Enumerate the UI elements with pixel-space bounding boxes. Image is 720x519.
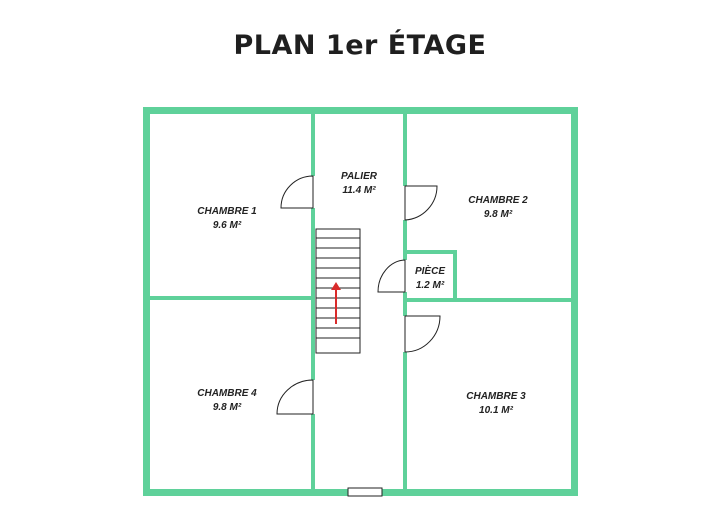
door-openings [310,176,408,414]
room-label-chambre-2: CHAMBRE 2 [468,195,528,206]
door-icon [276,175,441,415]
door-chambre2 [404,185,438,221]
stair-arrow-icon [331,282,341,324]
room-area-chambre-4: 9.8 M² [213,402,242,413]
door-chambre4 [276,379,314,415]
room-label-palier: PALIER [341,171,378,182]
room-label-chambre-1: CHAMBRE 1 [197,206,257,217]
door-chambre1 [280,175,314,209]
door-piece [377,259,406,293]
page-title: PLAN 1er ÉTAGE [233,30,487,61]
room-label-chambre-3: CHAMBRE 3 [466,391,526,402]
window-icon [347,487,383,497]
room-label-chambre-4: CHAMBRE 4 [197,388,257,399]
door-chambre3 [404,315,441,353]
room-area-chambre-3: 10.1 M² [479,405,514,416]
room-area-piece: 1.2 M² [416,280,445,291]
staircase-icon [315,228,361,354]
interior-walls [149,112,572,489]
room-area-chambre-1: 9.6 M² [213,220,242,231]
room-area-palier: 11.4 M² [342,185,376,196]
room-label-piece: PIÈCE [415,264,445,277]
room-area-chambre-2: 9.8 M² [484,209,513,220]
